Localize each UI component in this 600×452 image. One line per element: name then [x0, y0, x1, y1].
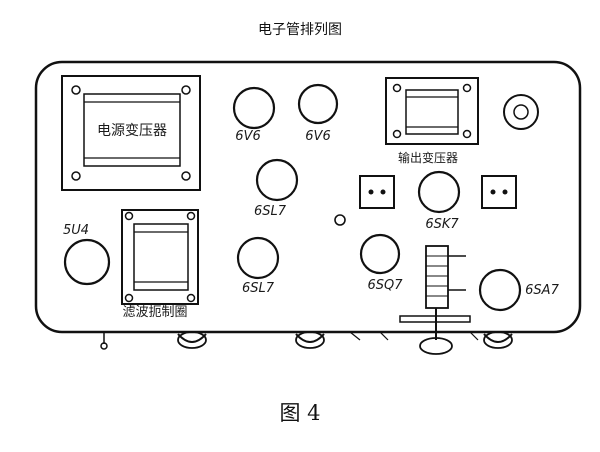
mount-hole [124, 211, 134, 221]
tube-6sa7: 6SA7 [478, 268, 560, 312]
tuning-capacitor [399, 245, 471, 340]
filter-choke: 滤波扼制圈 [121, 209, 199, 320]
mount-hole [71, 85, 81, 95]
tube-6sa7-label: 6SA7 [525, 283, 559, 298]
mount-hole [186, 211, 196, 221]
bottom-controls [100, 331, 513, 355]
tube-5u4: 5U4 [63, 223, 111, 286]
tube-6sk7: 6SK7 [417, 170, 461, 232]
mount-hole [71, 171, 81, 181]
if-terminal-block-left [359, 175, 395, 209]
output-transformer: 输出变压器 [385, 77, 479, 165]
figure-caption: 图 4 [279, 401, 320, 425]
tube-5u4-label: 5U4 [63, 223, 89, 238]
mount-hole [181, 85, 191, 95]
tube-6sl7-lower-label: 6SL7 [242, 281, 275, 296]
tube-6v6-right-label: 6V6 [305, 129, 330, 144]
mount-hole [462, 83, 472, 93]
small-hole [334, 214, 346, 226]
filter-capacitor [503, 94, 539, 130]
tube-6sq7-label: 6SQ7 [367, 278, 403, 293]
tube-6sl7-upper: 6SL7 [254, 158, 299, 219]
tube-6v6-right: 6V6 [297, 83, 339, 144]
mount-hole [181, 171, 191, 181]
mount-hole [392, 129, 402, 139]
if-terminal-block-right [481, 175, 517, 209]
tube-6sk7-label: 6SK7 [425, 217, 459, 232]
tube-6sl7-upper-label: 6SL7 [254, 204, 287, 219]
filter-choke-label: 滤波扼制圈 [122, 305, 187, 320]
mount-hole [462, 129, 472, 139]
tube-6sl7-lower: 6SL7 [236, 236, 280, 296]
mount-hole [186, 293, 196, 303]
output-transformer-label: 输出变压器 [398, 150, 458, 165]
tube-6v6-left: 6V6 [232, 86, 276, 144]
power-transformer: 电源变压器 [61, 75, 201, 191]
power-transformer-label: 电源变压器 [97, 123, 167, 139]
tube-6sq7: 6SQ7 [359, 233, 403, 293]
diagram-title: 电子管排列图 [258, 22, 342, 38]
mount-hole [392, 83, 402, 93]
mount-hole [124, 293, 134, 303]
tube-6v6-left-label: 6V6 [235, 129, 260, 144]
